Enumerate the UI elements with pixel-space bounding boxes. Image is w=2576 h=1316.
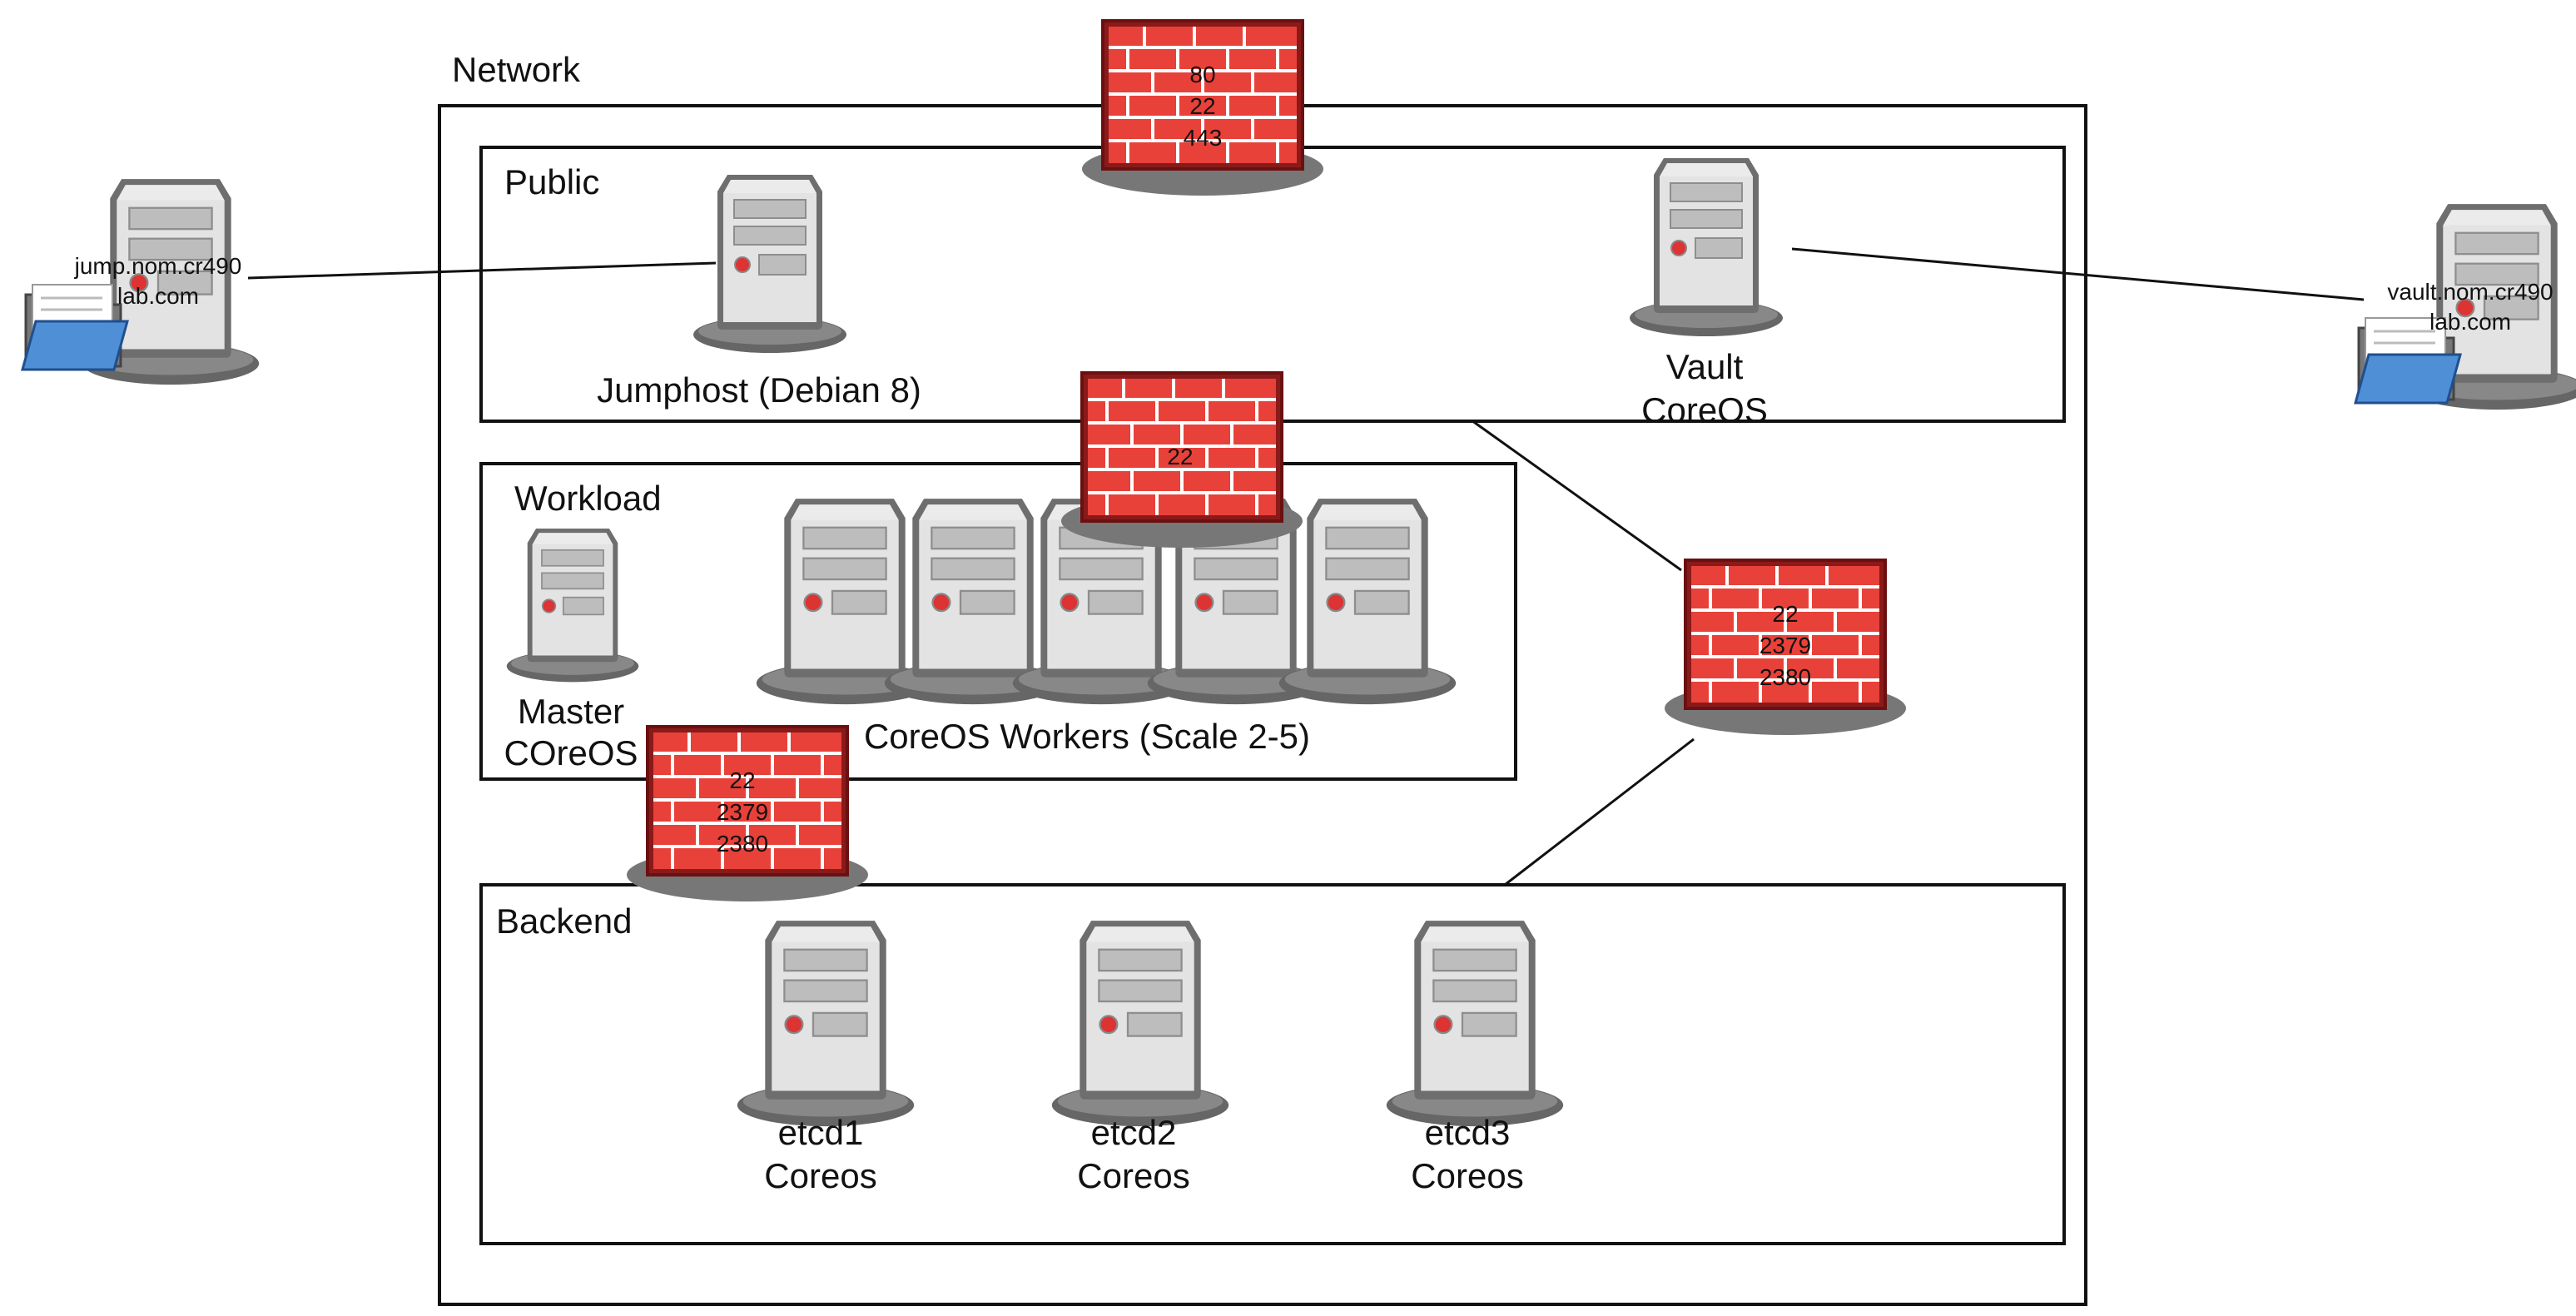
workload-label: Workload xyxy=(514,479,662,518)
server-tower-icon xyxy=(1385,919,1565,1128)
firewall-backend-port-2: 2379 xyxy=(717,799,768,825)
jumphost-label: Jumphost (Debian 8) xyxy=(597,370,921,410)
link-vault-to-vault-external xyxy=(1791,247,2365,301)
firewall-workload: 22 xyxy=(1060,371,1304,549)
firewall-backend: 22 2379 2380 xyxy=(625,725,870,903)
folder-icon xyxy=(21,283,129,371)
vault-label-line2: CoreOS xyxy=(1641,390,1768,430)
firewall-backend-port-3: 2380 xyxy=(717,831,768,857)
etcd2-label-line2: Coreos xyxy=(1077,1156,1189,1195)
firewall-right-port-3: 2380 xyxy=(1760,664,1811,690)
server-tower-icon xyxy=(505,527,640,683)
vault-host-name-line1: vault.nom.cr490 xyxy=(2387,279,2553,305)
etcd1-label-line1: etcd1 xyxy=(778,1113,864,1152)
server-tower-icon xyxy=(692,173,848,355)
etcd1-label-line2: Coreos xyxy=(764,1156,876,1195)
firewall-right-port-1: 22 xyxy=(1772,601,1798,627)
server-tower-icon xyxy=(1628,156,1784,338)
workers-label: CoreOS Workers (Scale 2-5) xyxy=(864,717,1310,756)
external-jump-host: jump.nom.cr490 lab.com xyxy=(21,177,261,386)
coreos-workers: CoreOS Workers (Scale 2-5) xyxy=(755,497,1457,756)
firewall-workload-port-1: 22 xyxy=(1167,444,1193,469)
link-jump-external-to-jumphost xyxy=(247,261,717,280)
external-vault-host: vault.nom.cr490 lab.com xyxy=(2354,202,2576,411)
jump-host-name-line1: jump.nom.cr490 xyxy=(74,253,242,279)
master-label-line2: COreOS xyxy=(504,733,638,772)
etcd3-label-line1: etcd3 xyxy=(1425,1113,1511,1152)
firewall-right: 22 2379 2380 xyxy=(1663,559,1908,737)
workload-zone xyxy=(479,462,1517,781)
link-right-firewall-to-backend xyxy=(1504,737,1695,886)
vault-host-name-line2: lab.com xyxy=(2430,309,2511,335)
etcd3-server: etcd3 Coreos xyxy=(1385,919,1565,1195)
firewall-top: 80 22 443 xyxy=(1080,19,1325,197)
etcd3-label-line2: Coreos xyxy=(1411,1156,1523,1195)
vault-label-line1: Vault xyxy=(1666,347,1744,386)
master-server: Master COreOS xyxy=(504,527,640,772)
jump-host-name-line2: lab.com xyxy=(117,283,199,309)
vault-server: Vault CoreOS xyxy=(1628,156,1784,430)
backend-zone xyxy=(479,883,2066,1245)
jumphost-server: Jumphost (Debian 8) xyxy=(597,173,921,410)
firewall-top-port-3: 443 xyxy=(1184,125,1223,151)
network-label: Network xyxy=(452,50,581,89)
backend-label: Backend xyxy=(496,901,632,941)
firewall-top-port-2: 22 xyxy=(1189,93,1215,119)
master-label-line1: Master xyxy=(518,692,624,731)
public-label: Public xyxy=(504,162,599,201)
etcd1-server: etcd1 Coreos xyxy=(736,919,916,1195)
firewall-backend-port-1: 22 xyxy=(729,767,755,793)
server-tower-icon xyxy=(1050,919,1230,1128)
firewall-right-port-2: 2379 xyxy=(1760,633,1811,658)
link-public-to-right-firewall xyxy=(1471,419,1682,572)
server-tower-icon xyxy=(736,919,916,1128)
etcd2-server: etcd2 Coreos xyxy=(1050,919,1230,1195)
etcd2-label-line1: etcd2 xyxy=(1091,1113,1177,1152)
server-tower-icon xyxy=(1278,497,1457,706)
firewall-top-port-1: 80 xyxy=(1189,62,1215,87)
